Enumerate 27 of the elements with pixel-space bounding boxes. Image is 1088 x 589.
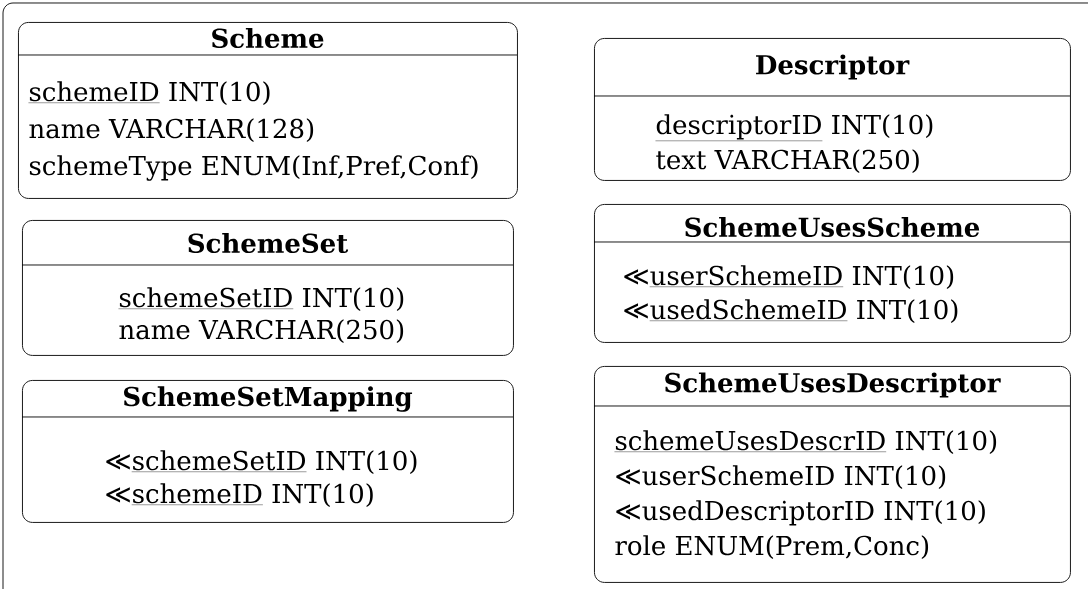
attribute-text: name VARCHAR(128) <box>29 118 314 143</box>
entity-name: SchemeUsesScheme <box>685 216 980 238</box>
entity-table <box>593 366 1071 583</box>
attribute-text: text VARCHAR(250) <box>656 149 919 174</box>
attribute-text: schemeSetID INT(10) <box>118 287 404 312</box>
attribute-text: schemeType ENUM(Inf,Pref,Conf) <box>29 155 478 181</box>
entity-table <box>17 22 518 199</box>
attribute-text: ≪userSchemeID INT(10) <box>624 265 954 290</box>
entity-name: SchemeSet <box>188 232 349 254</box>
attribute-text: role ENUM(Prem,Conc) <box>615 535 929 560</box>
entity-name: SchemeUsesDescriptor <box>665 372 1001 398</box>
attribute-text: ≪schemeID INT(10) <box>106 483 373 508</box>
entity-name: SchemeSetMapping <box>124 386 413 412</box>
attribute-text: name VARCHAR(250) <box>119 319 404 344</box>
entity-table <box>21 220 514 356</box>
attribute-text: ≪usedDescriptorID INT(10) <box>616 500 985 526</box>
attribute-text: ≪usedSchemeID INT(10) <box>624 299 958 324</box>
entity-table <box>21 380 514 523</box>
entity-table <box>593 204 1071 343</box>
entity-name: Descriptor <box>756 54 910 80</box>
entity-name: Scheme <box>212 27 324 49</box>
entity-table <box>593 38 1071 181</box>
attribute-text: schemeID INT(10) <box>28 81 270 106</box>
attribute-text: ≪userSchemeID INT(10) <box>616 465 946 490</box>
attribute-text: ≪schemeSetID INT(10) <box>106 450 417 475</box>
attribute-text: descriptorID INT(10) <box>655 114 933 141</box>
attribute-text: schemeUsesDescrID INT(10) <box>614 430 997 455</box>
